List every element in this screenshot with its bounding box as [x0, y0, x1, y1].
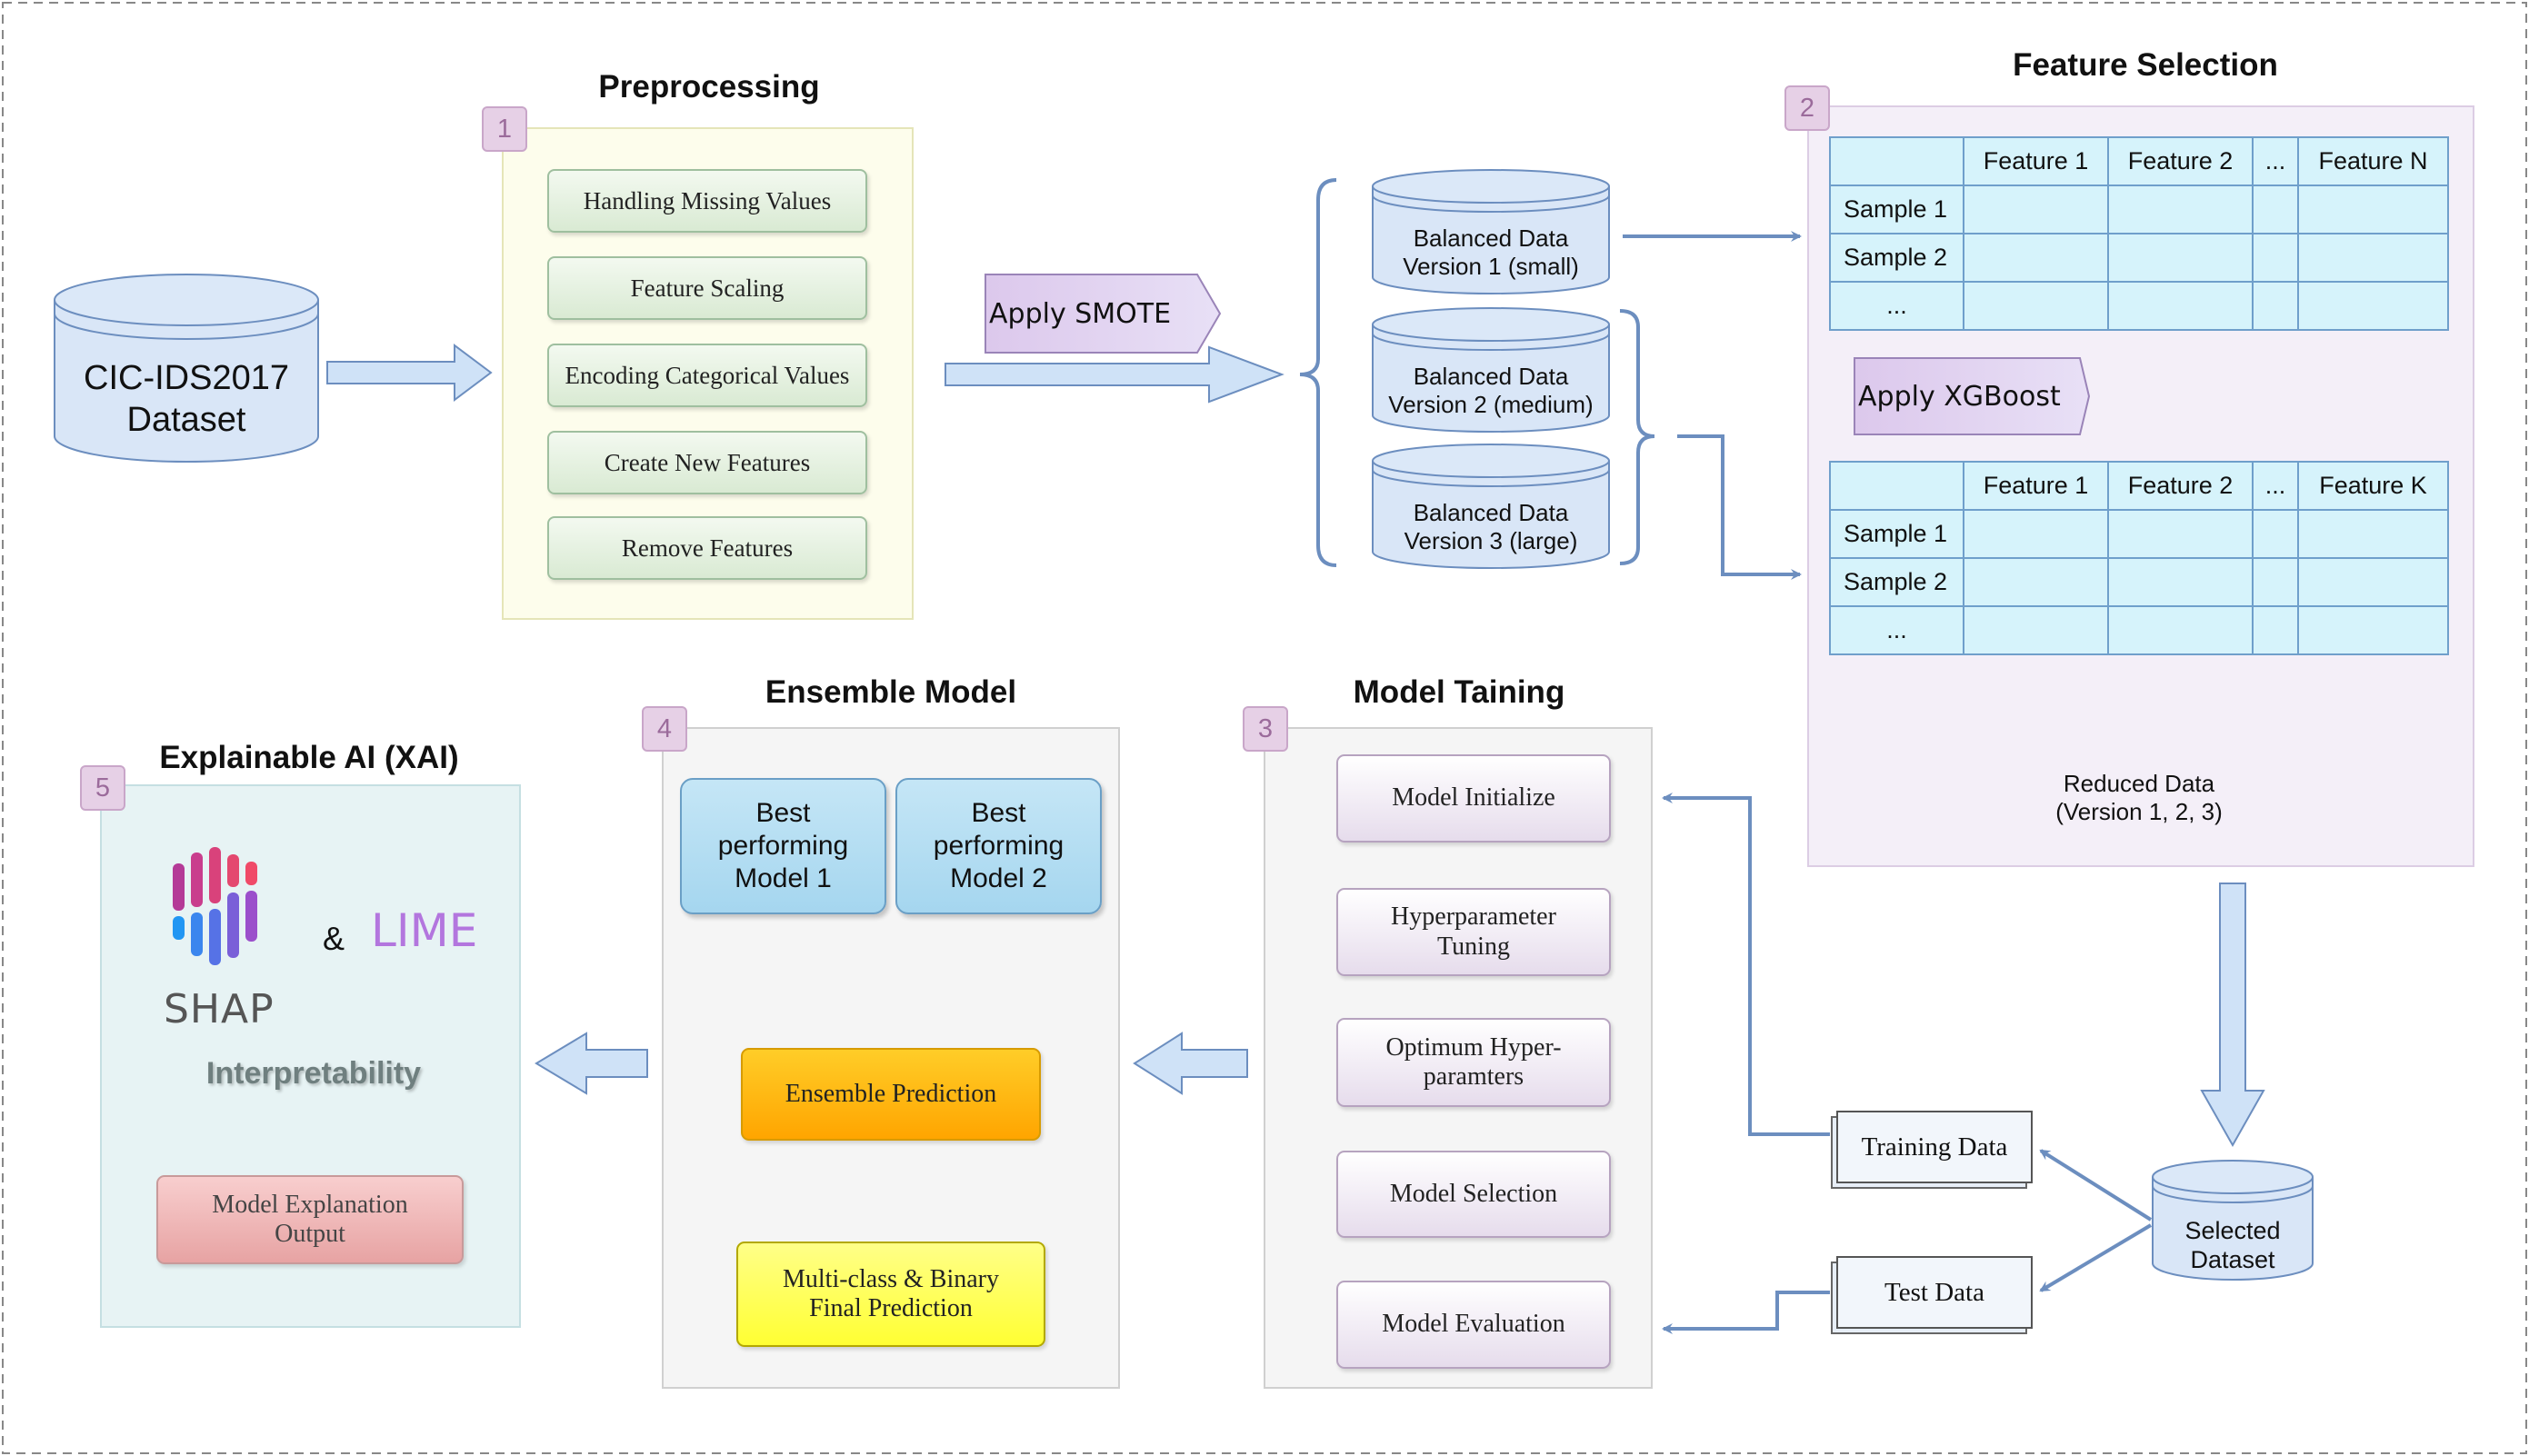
- mt-optimum-hyperparameters: Optimum Hyper-paramters: [1336, 1018, 1611, 1107]
- table2-row-label: ...: [1829, 605, 1964, 655]
- balanced-3-line2: Version 3 (large): [1404, 527, 1578, 554]
- balanced-brace-right: [1619, 309, 1655, 565]
- reduced-label: Reduced Data (Version 1, 2, 3): [2023, 762, 2255, 834]
- mt-model-initialize: Model Initialize: [1336, 754, 1611, 843]
- best-model-2: Best performing Model 2: [895, 778, 1102, 914]
- shap-text: SHAP: [164, 986, 275, 1032]
- arrow-preprocessing-to-balance: [945, 345, 1284, 404]
- model-training-number: 3: [1243, 706, 1288, 752]
- table2-row-label: Sample 2: [1829, 557, 1964, 607]
- table2-header: Feature K: [2297, 461, 2449, 511]
- table2-row-label: Sample 1: [1829, 509, 1964, 559]
- selected-line2: Dataset: [2190, 1246, 2275, 1273]
- xgboost-label: Apply XGBoost: [1858, 380, 2061, 413]
- shap-logo-icon: [173, 847, 257, 965]
- dataset-line2: Dataset: [126, 401, 246, 439]
- step-remove-features: Remove Features: [547, 516, 867, 580]
- balanced-brace-left: [1299, 178, 1337, 567]
- table1-header: ...: [2252, 136, 2299, 186]
- balanced-label-3: Balanced Data Version 3 (large): [1373, 491, 1609, 563]
- feature-table-full: Feature 1 Feature 2 ... Feature N Sample…: [1829, 136, 2449, 331]
- arrow-feature-to-selected: [2200, 883, 2265, 1148]
- balanced-label-2: Balanced Data Version 2 (medium): [1373, 354, 1609, 427]
- table2-corner: [1829, 461, 1964, 511]
- xgboost-tag-shape: [1854, 357, 2091, 435]
- step-handling-missing: Handling Missing Values: [547, 169, 867, 233]
- table2-row: Sample 2: [1829, 557, 2449, 607]
- table1-row: Sample 2: [1829, 233, 2449, 283]
- balanced-label-1: Balanced Data Version 1 (small): [1373, 216, 1609, 289]
- step-create-features: Create New Features: [547, 431, 867, 494]
- ampersand: &: [323, 920, 345, 957]
- table1-row-label: Sample 2: [1829, 233, 1964, 283]
- table2-row: ...: [1829, 605, 2449, 655]
- arrow-dataset-to-preprocessing: [326, 344, 493, 402]
- connector-test-to-evaluation: [1662, 1291, 1830, 1334]
- selected-label: Selected Dataset: [2153, 1209, 2313, 1281]
- connector-training-to-initialize: [1662, 793, 1830, 1136]
- table1-header: Feature 2: [2107, 136, 2254, 186]
- table1-corner: [1829, 136, 1964, 186]
- mt-model-evaluation: Model Evaluation: [1336, 1281, 1611, 1369]
- ensemble-title: Ensemble Model: [765, 674, 1017, 710]
- balanced-2-line2: Version 2 (medium): [1388, 391, 1594, 418]
- step-encoding: Encoding Categorical Values: [547, 344, 867, 407]
- ensemble-prediction: Ensemble Prediction: [741, 1048, 1041, 1141]
- feature-selection-title: Feature Selection: [2013, 47, 2278, 83]
- xai-title: Explainable AI (XAI): [159, 740, 459, 775]
- connector-selected-to-test: [2039, 1223, 2153, 1292]
- balanced-cylinder-1: [1372, 169, 1610, 294]
- balanced-2-line1: Balanced Data: [1413, 362, 1569, 390]
- table1-row-label: Sample 1: [1829, 184, 1964, 234]
- mt-model-selection: Model Selection: [1336, 1151, 1611, 1238]
- feature-table-reduced: Feature 1 Feature 2 ... Feature K Sample…: [1829, 461, 2449, 655]
- final-prediction: Multi-class & Binary Final Prediction: [736, 1242, 1045, 1347]
- arrow-training-to-ensemble: [1133, 1032, 1248, 1095]
- balanced-cylinder-3: [1372, 444, 1610, 569]
- smote-tag-shape: [985, 274, 1222, 354]
- smote-label: Apply SMOTE: [989, 297, 1172, 330]
- model-training-title: Model Taining: [1353, 674, 1565, 710]
- table1-header-row: Feature 1 Feature 2 ... Feature N: [1829, 136, 2449, 186]
- dataset-cylinder: [54, 274, 319, 463]
- table2-header: ...: [2252, 461, 2299, 511]
- test-data-card: Test Data: [1836, 1256, 2033, 1329]
- table2-header: Feature 2: [2107, 461, 2254, 511]
- table1-row-label: ...: [1829, 281, 1964, 331]
- selected-cylinder: [2152, 1160, 2314, 1281]
- selected-line1: Selected: [2184, 1216, 2281, 1244]
- balanced-cylinder-2: [1372, 307, 1610, 433]
- table2-header: Feature 1: [1963, 461, 2109, 511]
- ensemble-number: 4: [642, 706, 687, 752]
- balanced-1-line1: Balanced Data: [1413, 224, 1569, 252]
- balanced-3-line1: Balanced Data: [1413, 498, 1569, 526]
- reduced-line1: Reduced Data: [2063, 769, 2215, 797]
- mt-hyperparameter-tuning: Hyperparameter Tuning: [1336, 888, 1611, 976]
- preprocessing-title: Preprocessing: [598, 69, 820, 105]
- interpretability-text: Interpretability: [205, 1056, 422, 1091]
- dataset-label: CIC-IDS2017 Dataset: [55, 350, 318, 450]
- step-feature-scaling: Feature Scaling: [547, 256, 867, 320]
- arrow-ensemble-to-xai: [535, 1032, 648, 1095]
- table1-header: Feature N: [2297, 136, 2449, 186]
- lime-text: LIME: [371, 904, 478, 957]
- table2-header-row: Feature 1 Feature 2 ... Feature K: [1829, 461, 2449, 511]
- preprocessing-number: 1: [482, 106, 527, 152]
- balanced-1-line2: Version 1 (small): [1403, 253, 1579, 280]
- table1-row: ...: [1829, 281, 2449, 331]
- dataset-line1: CIC-IDS2017: [84, 359, 289, 398]
- xai-number: 5: [80, 765, 125, 811]
- feature-selection-number: 2: [1784, 85, 1830, 131]
- connector-v23-to-table2: [1677, 434, 1802, 580]
- model-explanation-output: Model Explanation Output: [156, 1175, 464, 1264]
- table1-header: Feature 1: [1963, 136, 2109, 186]
- table1-row: Sample 1: [1829, 184, 2449, 234]
- best-model-1: Best performing Model 1: [680, 778, 886, 914]
- training-data-card: Training Data: [1836, 1111, 2033, 1183]
- table2-row: Sample 1: [1829, 509, 2449, 559]
- connector-selected-to-training: [2039, 1149, 2153, 1222]
- reduced-line2: (Version 1, 2, 3): [2055, 798, 2223, 825]
